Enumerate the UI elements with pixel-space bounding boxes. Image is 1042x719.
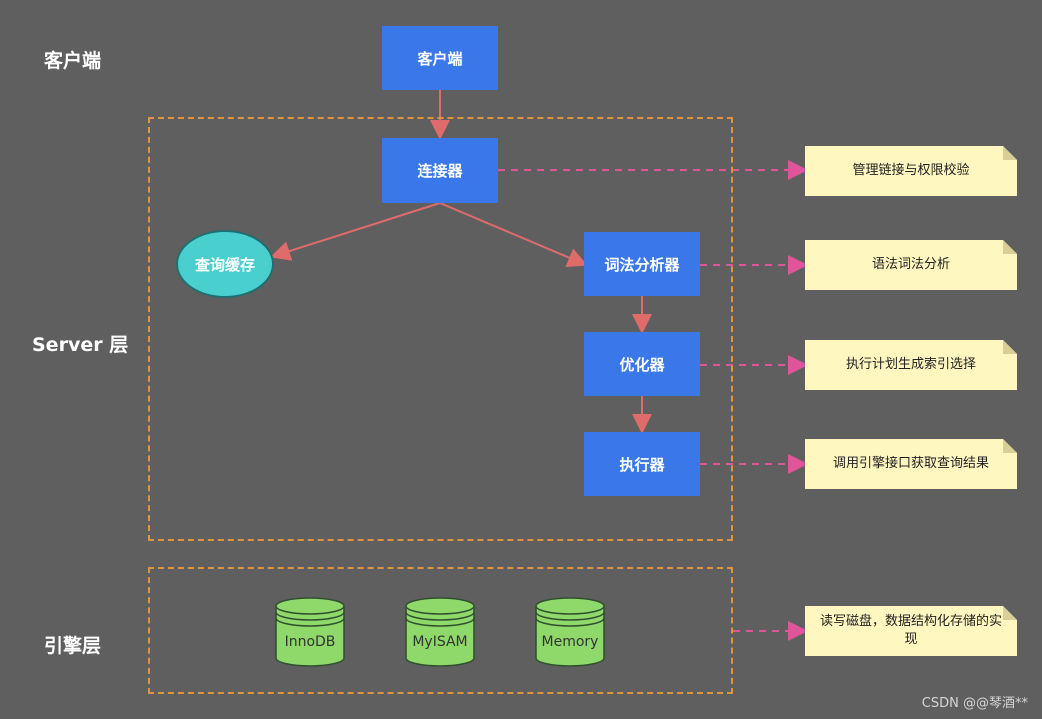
server-layer-group [148, 117, 733, 541]
server-layer-label: Server 层 [32, 334, 129, 356]
connector-node: 连接器 [382, 138, 498, 203]
analyzer-note: 语法词法分析 [805, 240, 1017, 290]
arrow-connector-cache [270, 202, 441, 261]
engine-myisam-label: MyISAM [412, 634, 468, 650]
engine-innodb-label: InnoDB [284, 634, 336, 650]
engine-layer-group [148, 567, 733, 694]
executor-note: 调用引擎接口获取查询结果 [805, 439, 1017, 489]
watermark: CSDN @@琴酒** [921, 696, 1028, 711]
engine-memory-label: Memory [541, 634, 599, 650]
engine-layer-label: 引擎层 [44, 635, 102, 657]
optimizer-node: 优化器 [584, 332, 700, 396]
connector-note: 管理链接与权限校验 [805, 146, 1017, 196]
analyzer-node: 词法分析器 [584, 232, 700, 296]
client-node: 客户端 [382, 26, 498, 90]
engine-note: 读写磁盘，数据结构化存储的实现 [805, 606, 1017, 656]
optimizer-note: 执行计划生成索引选择 [805, 340, 1017, 390]
query-cache-node: 查询缓存 [176, 230, 274, 298]
memory-cylinder [535, 597, 605, 667]
arrow-connector-analyzer [439, 202, 588, 267]
executor-node: 执行器 [584, 432, 700, 496]
innodb-cylinder [275, 597, 345, 667]
client-layer-label: 客户端 [44, 50, 102, 72]
myisam-cylinder [405, 597, 475, 667]
